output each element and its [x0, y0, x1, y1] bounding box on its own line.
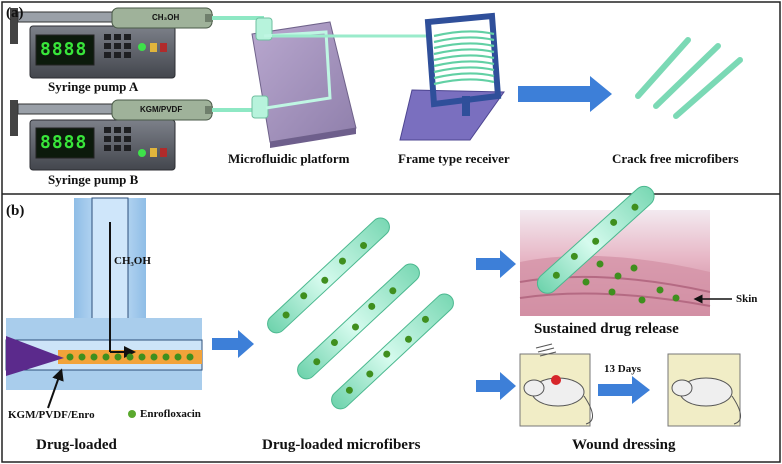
- channel-junction: [5, 197, 203, 418]
- days-tag: 13 Days: [604, 363, 641, 375]
- microfluidic-platform: [251, 17, 430, 148]
- drug-loaded-label: Drug-loaded: [36, 437, 117, 453]
- process-arrow-b1: [212, 330, 254, 358]
- microfibers-label: Drug-loaded microfibers: [262, 437, 421, 453]
- crack-free-microfibers: [635, 37, 743, 119]
- process-arrow-b4: [598, 376, 650, 404]
- process-arrow-b2: [476, 250, 516, 278]
- pump-b-syringe-tag: KGM/PVDF: [140, 105, 183, 114]
- skin-release-illustration: [519, 185, 732, 316]
- syringe-pump-b: [10, 99, 213, 171]
- drug-tag: Enrofloxacin: [140, 408, 201, 420]
- process-arrow-b3: [476, 372, 516, 400]
- wound-label: Wound dressing: [572, 437, 676, 453]
- fibers-label: Crack free microfibers: [612, 151, 739, 166]
- release-label: Sustained drug release: [534, 321, 679, 337]
- rat-after: [667, 353, 741, 427]
- pump-b-display: 8888: [40, 132, 88, 153]
- syringe-pump-a: [10, 7, 213, 79]
- pump-b-label: Syringe pump B: [48, 172, 139, 187]
- rat-before: [519, 343, 593, 427]
- inlet-tag: KGM/PVDF/Enro: [8, 409, 95, 421]
- skin-tag: Skin: [736, 293, 758, 305]
- panel-b-letter: (b): [6, 203, 25, 219]
- panel-a-letter: (a): [6, 5, 24, 21]
- receiver-label: Frame type receiver: [398, 151, 510, 166]
- process-arrow-a: [518, 76, 612, 112]
- pump-a-label: Syringe pump A: [48, 79, 139, 94]
- pump-a-display: 8888: [40, 39, 88, 60]
- frame-type-receiver: [399, 12, 505, 141]
- channel-tag: CH₃OH: [114, 255, 151, 267]
- pump-a-syringe-tag: CH₃OH: [152, 13, 180, 22]
- platform-label: Microfluidic platform: [228, 151, 350, 166]
- drug-loaded-microfibers: [267, 217, 454, 410]
